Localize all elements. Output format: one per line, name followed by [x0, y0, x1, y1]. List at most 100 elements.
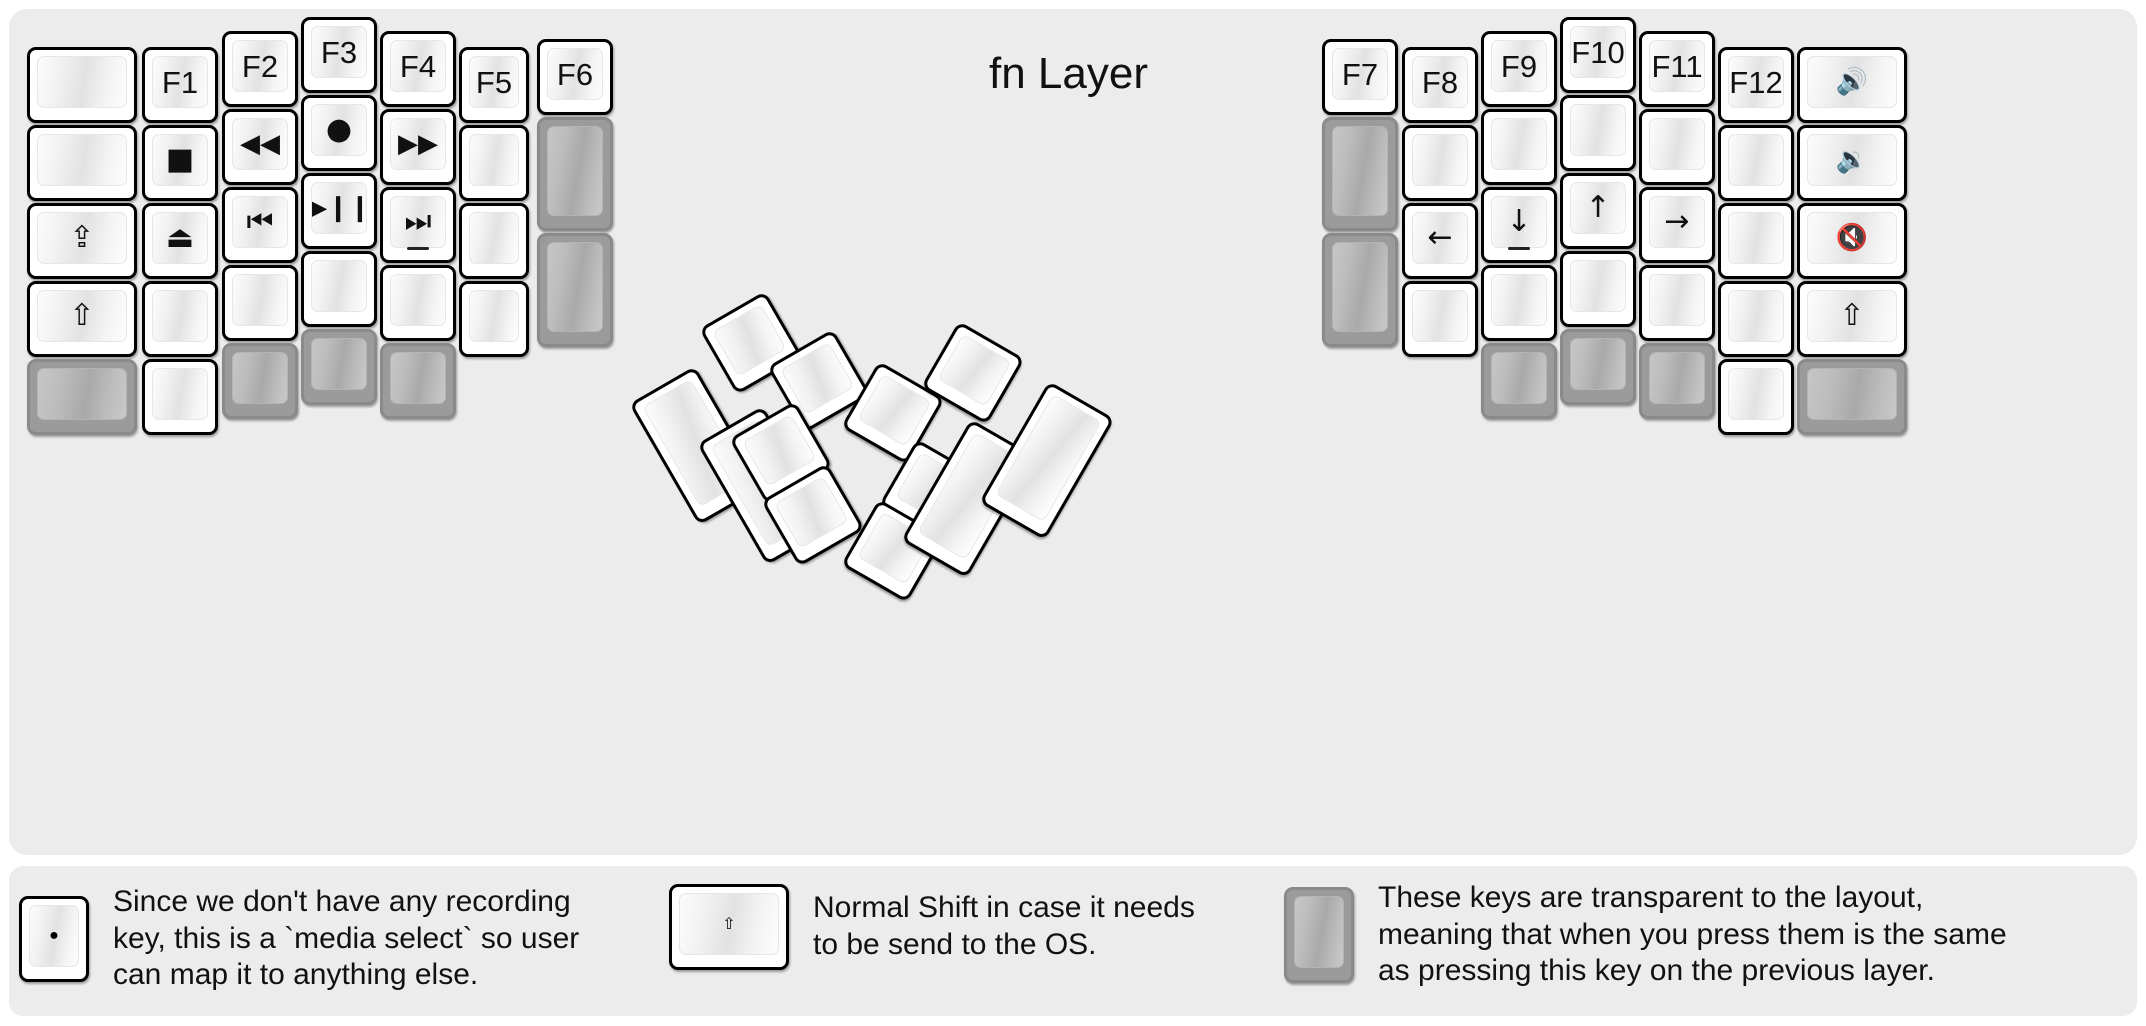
keycap-face — [1728, 368, 1784, 420]
col-f9-key-2[interactable] — [1481, 109, 1557, 185]
f10-key[interactable]: F10 — [1560, 17, 1636, 93]
col-f5-key-4[interactable] — [459, 281, 529, 357]
col-f9-key-4[interactable] — [1481, 265, 1557, 341]
media-fast-forward-key[interactable]: ▶▶ — [380, 109, 456, 185]
col-outer-left-key-1[interactable] — [27, 47, 137, 123]
shift-key[interactable]: ⇧ — [1797, 281, 1907, 357]
f4-key[interactable]: F4 — [380, 31, 456, 107]
keycap-face: ⇪ — [37, 212, 127, 264]
keycap-label: F6 — [556, 56, 594, 92]
col-f12-key-3[interactable] — [1718, 203, 1794, 279]
keycap-label: ⇧ — [69, 298, 95, 333]
media-next-track-key[interactable]: ⏭ — [380, 187, 456, 263]
keycap-label: ■ — [165, 142, 195, 177]
media-eject-key[interactable]: ⏏ — [142, 203, 218, 279]
f11-key[interactable]: F11 — [1639, 31, 1715, 107]
media-rewind-key[interactable]: ◀◀ — [222, 109, 298, 185]
volume-up-key[interactable]: 🔊 — [1797, 47, 1907, 123]
keycap-face — [152, 290, 208, 342]
col-f3-key-4[interactable] — [301, 251, 377, 327]
keycap-face: F7 — [1332, 48, 1388, 100]
f7-key[interactable]: F7 — [1322, 39, 1398, 115]
arrow-up-key[interactable]: ↑ — [1560, 173, 1636, 249]
col-f12-key-2[interactable] — [1718, 125, 1794, 201]
keycap-face — [311, 338, 367, 390]
keycap-face — [232, 274, 288, 326]
keycap-face: ▶❙❙ — [311, 182, 367, 234]
keycap-label: F9 — [1500, 48, 1538, 84]
caps-lock-key[interactable]: ⇪ — [27, 203, 137, 279]
col-f6-key-3[interactable] — [537, 233, 613, 347]
media-stop-key[interactable]: ■ — [142, 125, 218, 201]
col-f10-key-4[interactable] — [1560, 251, 1636, 327]
col-f11-key-5[interactable] — [1639, 343, 1715, 419]
arrow-down-key[interactable]: ↓ — [1481, 187, 1557, 263]
media-record-key[interactable]: ● — [301, 95, 377, 171]
keycap-face: ⏮ — [232, 196, 288, 248]
keycap-face — [1332, 242, 1388, 332]
col-f3-key-5[interactable] — [301, 329, 377, 405]
keycap-label: F10 — [1571, 34, 1625, 70]
media-play-pause-key[interactable]: ▶❙❙ — [301, 173, 377, 249]
col-f12-key-5[interactable] — [1718, 359, 1794, 435]
col-f7-key-2[interactable] — [1322, 117, 1398, 231]
col-f9-key-5[interactable] — [1481, 343, 1557, 419]
legend-sample-key — [1284, 886, 1354, 983]
keycap-label: → — [1664, 204, 1690, 239]
f2-key[interactable]: F2 — [222, 31, 298, 107]
col-f8-key-4[interactable] — [1402, 281, 1478, 357]
keycap-face: F6 — [547, 48, 603, 100]
keycap-label: F11 — [1651, 48, 1703, 84]
keycap-face: ◀◀ — [232, 118, 288, 170]
col-f1-key-4[interactable] — [142, 281, 218, 357]
keycap-face: F10 — [1570, 26, 1626, 78]
f5-key[interactable]: F5 — [459, 47, 529, 123]
volume-down-key[interactable]: 🔉 — [1797, 125, 1907, 201]
arrow-left-key[interactable]: ← — [1402, 203, 1478, 279]
keycap-label: F1 — [161, 64, 199, 100]
keycap-face: ● — [29, 904, 79, 967]
col-f4-key-5[interactable] — [380, 343, 456, 419]
shift-key[interactable]: ⇧ — [27, 281, 137, 357]
keycap-face — [857, 373, 932, 447]
keycap-face — [37, 56, 127, 108]
col-f5-key-3[interactable] — [459, 203, 529, 279]
keycap-label: F5 — [475, 64, 513, 100]
media-prev-track-key[interactable]: ⏮ — [222, 187, 298, 263]
f12-key[interactable]: F12 — [1718, 47, 1794, 123]
col-f7-key-3[interactable] — [1322, 233, 1398, 347]
keycap-label: ⇪ — [69, 220, 95, 255]
col-f11-key-2[interactable] — [1639, 109, 1715, 185]
f8-key[interactable]: F8 — [1402, 47, 1478, 123]
col-outer-left-key-2[interactable] — [27, 125, 137, 201]
legend-description: These keys are transparent to the layout… — [1378, 881, 2007, 988]
volume-mute-key[interactable]: 🔇 — [1797, 203, 1907, 279]
col-f8-key-2[interactable] — [1402, 125, 1478, 201]
keycap-face — [774, 475, 849, 549]
f3-key[interactable]: F3 — [301, 17, 377, 93]
arrow-right-key[interactable]: → — [1639, 187, 1715, 263]
keycap-face — [1649, 274, 1705, 326]
col-f4-key-4[interactable] — [380, 265, 456, 341]
legend-key-glyph: ● — [49, 926, 59, 944]
col-f6-key-2[interactable] — [537, 117, 613, 231]
col-outer-right-key-5[interactable] — [1797, 359, 1907, 435]
col-f10-key-2[interactable] — [1560, 95, 1636, 171]
f6-key[interactable]: F6 — [537, 39, 613, 115]
col-f12-key-4[interactable] — [1718, 281, 1794, 357]
col-f2-key-5[interactable] — [222, 343, 298, 419]
col-f5-key-2[interactable] — [459, 125, 529, 201]
keycap-label: ⏭ — [404, 204, 432, 239]
col-outer-left-key-5[interactable] — [27, 359, 137, 435]
keycap-face — [1412, 290, 1468, 342]
col-f2-key-4[interactable] — [222, 265, 298, 341]
keycap-face: ← — [1412, 212, 1468, 264]
f1-key[interactable]: F1 — [142, 47, 218, 123]
keycap-face — [1491, 352, 1547, 404]
homing-bar — [1508, 247, 1530, 250]
col-f11-key-4[interactable] — [1639, 265, 1715, 341]
col-f10-key-5[interactable] — [1560, 329, 1636, 405]
keycap-face: F1 — [152, 56, 208, 108]
col-f1-key-5[interactable] — [142, 359, 218, 435]
f9-key[interactable]: F9 — [1481, 31, 1557, 107]
